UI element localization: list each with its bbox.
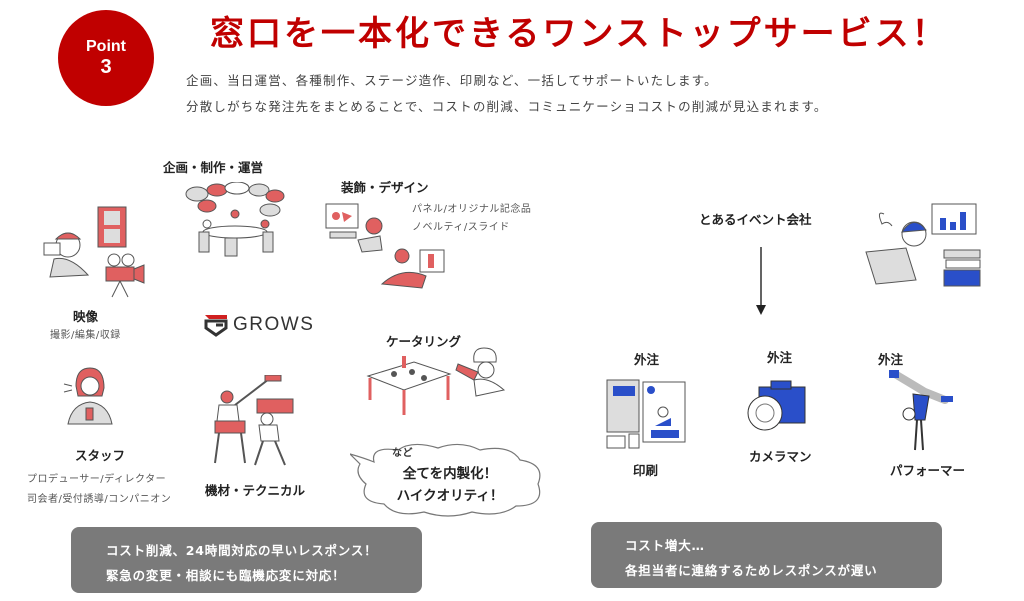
left-summary-line-2: 緊急の変更・相談にも臨機応変に対応！ <box>106 568 346 583</box>
catering-illustration <box>364 340 514 420</box>
right-summary-line-1: コスト増大… <box>625 538 705 553</box>
grows-logo-icon <box>204 315 228 337</box>
company-label: とあるイベント会社 <box>699 212 812 227</box>
bubble-line-1: 全てを内製化！ <box>402 466 498 482</box>
grows-logo-text: GROWS <box>233 314 315 335</box>
description-line-2: 分散しがちな発注先をまとめることで、コストの削減、コミュニケーショコストの削減が… <box>186 99 828 114</box>
grows-logo: GROWS <box>203 313 314 337</box>
service-planning-label: 企画・制作・運営 <box>163 160 264 175</box>
bubble-etc: など <box>392 448 413 459</box>
left-summary-line-1: コスト削減、24時間対応の早いレスポンス！ <box>106 543 378 558</box>
right-summary-box: コスト増大… 各担当者に連絡するためレスポンスが遅い <box>591 522 942 588</box>
service-staff-sub-2: 司会者/受付誘導/コンパニオン <box>27 494 172 505</box>
bubble-line-2: ハイクオリティ！ <box>396 488 504 504</box>
office-worker-illustration <box>862 200 987 290</box>
vendor-camera-label: カメラマン <box>749 449 812 464</box>
vendor-printing-tag: 外注 <box>634 352 660 367</box>
page-title: 窓口を一本化できるワンストップサービス！ <box>210 14 949 54</box>
service-design-sub-1: パネル/オリジナル記念品 <box>412 204 532 215</box>
printing-illustration <box>605 378 690 450</box>
staff-illustration <box>62 366 117 441</box>
video-illustration <box>40 205 150 305</box>
service-video-label: 映像 <box>73 309 99 324</box>
service-design-label: 装飾・デザイン <box>341 180 429 195</box>
point-number: 3 <box>100 56 112 78</box>
service-staff-label: スタッフ <box>75 448 126 463</box>
description-line-1: 企画、当日運営、各種制作、ステージ造作、印刷など、一括してサポートいたします。 <box>186 73 718 88</box>
design-illustration <box>322 200 452 290</box>
service-video-sub: 撮影/編集/収録 <box>50 330 121 341</box>
equipment-illustration <box>207 375 307 470</box>
vendor-camera-tag: 外注 <box>767 350 793 365</box>
vendor-performer-label: パフォーマー <box>890 463 966 478</box>
point-label: Point <box>86 38 126 55</box>
service-design-sub-2: ノベルティ/スライド <box>412 222 510 233</box>
arrow-down-icon <box>756 247 766 315</box>
right-summary-line-2: 各担当者に連絡するためレスポンスが遅い <box>625 563 878 578</box>
service-catering-label: ケータリング <box>386 334 462 349</box>
down-arrow <box>755 247 767 315</box>
vendor-printing-label: 印刷 <box>633 463 659 478</box>
camera-illustration <box>745 377 810 432</box>
vendor-performer-tag: 外注 <box>878 352 904 367</box>
bubble-text: 全てを内製化！ ハイクオリティ！ <box>350 463 550 507</box>
speech-bubble <box>350 440 550 518</box>
meeting-illustration <box>185 182 285 257</box>
left-summary-box: コスト削減、24時間対応の早いレスポンス！ 緊急の変更・相談にも臨機応変に対応！ <box>71 527 422 593</box>
performer-illustration <box>885 370 955 455</box>
service-equipment-label: 機材・テクニカル <box>205 483 306 498</box>
point-badge: Point 3 <box>58 10 154 106</box>
service-staff-sub-1: プロデューサー/ディレクター <box>27 474 167 485</box>
